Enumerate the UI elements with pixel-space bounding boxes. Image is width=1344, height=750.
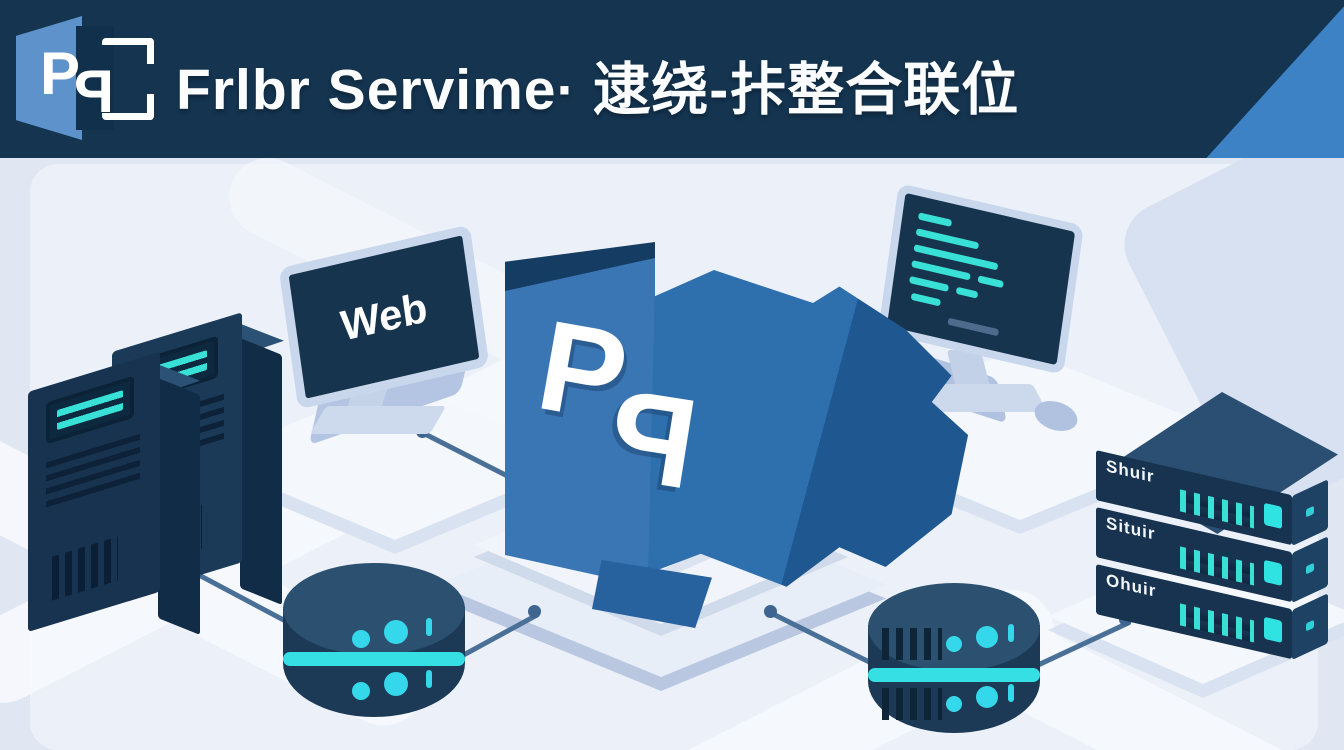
connector-dot <box>528 605 541 618</box>
storage-side-led <box>1306 619 1314 632</box>
database-led <box>946 636 962 652</box>
code-line <box>917 212 953 227</box>
server-tower-front <box>28 351 160 632</box>
isometric-scene: Web Shuir Situir <box>0 158 1344 750</box>
database-led <box>352 682 370 700</box>
code-line <box>909 275 949 292</box>
storage-side-led <box>1306 505 1314 518</box>
server-tower-front-side <box>158 378 200 635</box>
code-line <box>977 275 1004 289</box>
database-led <box>384 672 408 696</box>
storage-unit-label: Situir <box>1106 513 1156 544</box>
storage-big-led <box>1264 502 1282 529</box>
web-screen-label: Web <box>337 283 431 350</box>
database-led <box>384 620 408 644</box>
server-drive-slots <box>52 536 118 601</box>
database-left-top <box>283 563 465 655</box>
code-line <box>910 292 941 307</box>
brand-logo-letter-p: P <box>40 40 81 107</box>
database-led-bar <box>426 670 432 688</box>
server-display-bars <box>57 389 123 431</box>
database-led <box>352 630 370 648</box>
storage-unit-label: Shuir <box>1106 456 1155 487</box>
database-led-bar <box>1008 684 1014 702</box>
connector-dot <box>764 605 777 618</box>
database-left-band <box>283 652 465 666</box>
database-right-band <box>868 668 1040 682</box>
database-led-bar <box>1008 624 1014 642</box>
server-vent-stripes <box>46 433 140 513</box>
database-led <box>976 686 998 708</box>
brand-logo-notch <box>142 64 158 94</box>
database-slots <box>882 688 942 720</box>
storage-big-led <box>1264 616 1282 643</box>
storage-side-led <box>1306 562 1314 575</box>
database-led-bar <box>426 618 432 636</box>
server-tower-back-side <box>240 338 282 605</box>
center-logo-left-face <box>505 258 655 588</box>
database-led <box>946 696 962 712</box>
header-banner: P P Frlbr Servime· 逮绕-拤整合联位 <box>0 0 1344 158</box>
brand-logo-letter-mirrored-p: P <box>74 58 115 125</box>
database-led <box>976 626 998 648</box>
server-display <box>46 375 134 445</box>
code-line-muted <box>947 317 1000 337</box>
storage-big-led <box>1264 559 1282 586</box>
page-title: Frlbr Servime· 逮绕-拤整合联位 <box>176 58 1020 122</box>
header-accent-triangle <box>1206 6 1344 158</box>
code-line <box>955 286 979 299</box>
web-monitor-base <box>309 406 447 434</box>
brand-logo-icon <box>16 16 82 140</box>
database-slots <box>882 628 942 660</box>
